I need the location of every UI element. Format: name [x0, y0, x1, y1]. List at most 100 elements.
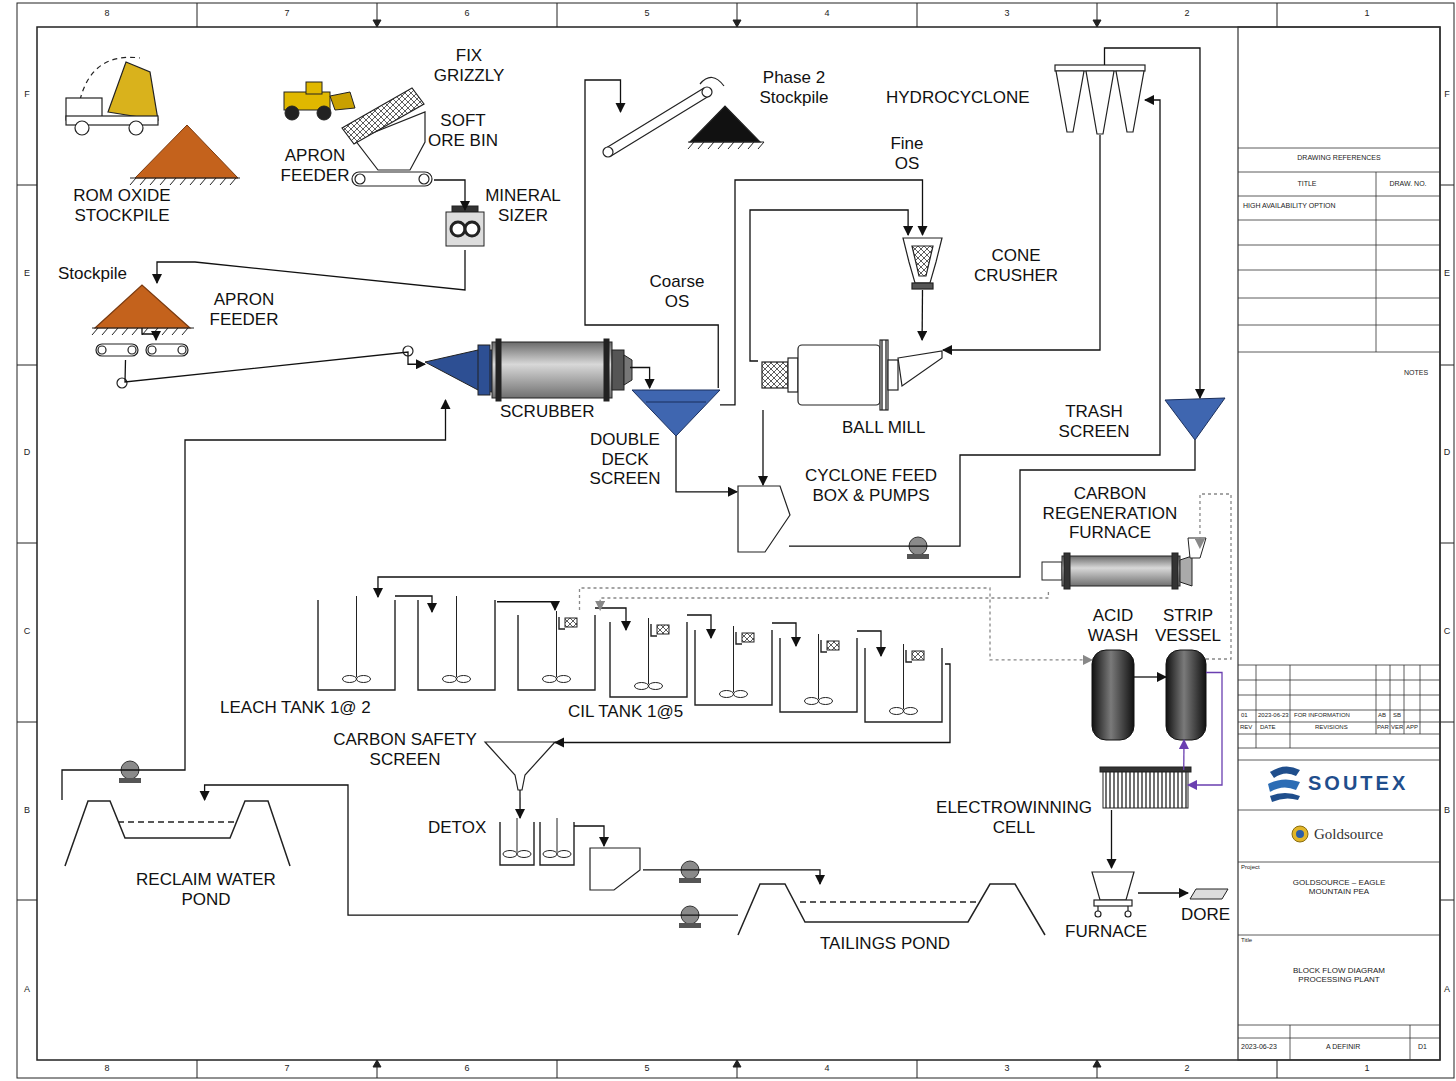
agitated-tank: [517, 851, 531, 858]
agitated-tank: [890, 708, 904, 715]
pump-symbol: [679, 923, 701, 928]
title-block-text: VER: [1391, 724, 1403, 731]
agitated-tank: [805, 698, 819, 705]
flow-line: [921, 290, 923, 340]
flow-label: Coarse OS: [640, 272, 714, 311]
grid-reference: C: [17, 626, 37, 636]
flow-line: [142, 328, 156, 340]
equipment-node: STRIP VESSEL: [1166, 650, 1206, 740]
drawing-frame: [17, 3, 1454, 1078]
equipment-node: SOFT ORE BIN: [355, 140, 425, 170]
equipment-label: APRON FEEDER: [203, 290, 285, 329]
title-block-text: DRAW. NO.: [1376, 180, 1440, 188]
pump-symbol: [679, 906, 701, 928]
front-loader: [330, 92, 355, 110]
cyclone-feed-box: [738, 486, 790, 552]
equipment-node: FIX GRIZZLY: [340, 90, 425, 140]
pump-symbol: [119, 778, 141, 783]
ore-stockpile: [135, 125, 238, 178]
equipment-node: DETOX: [498, 818, 643, 890]
grid-reference: E: [17, 268, 37, 278]
drawing-frame: [17, 3, 1454, 1078]
agitated-tank: [557, 818, 558, 852]
flow-line: [1134, 676, 1166, 677]
cone-crusher: [912, 283, 933, 289]
scrubber: [496, 339, 501, 401]
dore-bar: [1190, 889, 1228, 899]
double-deck-screen: [632, 390, 720, 436]
cyclone-feed-box: [738, 486, 790, 552]
stockpile-feeders: [98, 346, 106, 354]
ponds: [65, 801, 290, 866]
regeneration-kiln: [1064, 553, 1070, 589]
company-logo: [1270, 766, 1300, 778]
cone-crusher: [912, 246, 933, 276]
flow-line: [600, 592, 1048, 610]
equipment-label: LEACH TANK 1@ 2: [220, 698, 371, 718]
title-block-text: 01: [1241, 712, 1248, 719]
flow-label: Fine OS: [882, 134, 932, 173]
mineral-sizer: [446, 206, 484, 246]
title-block: [1238, 665, 1440, 748]
agitated-tank: [720, 691, 734, 698]
stockpile-feeders: [95, 285, 190, 328]
equipment-label: SCRUBBER: [500, 402, 594, 422]
equipment-node: Stockpile: [92, 283, 192, 328]
grid-reference: C: [1437, 626, 1456, 636]
grid-reference: 4: [817, 8, 837, 18]
equipment-label: BALL MILL: [842, 418, 925, 438]
flow-line: [762, 410, 763, 485]
stockpile-feeders: [146, 344, 188, 356]
equipment-label: FIX GRIZZLY: [432, 46, 506, 85]
pump-symbol: [679, 878, 701, 883]
phase2-conveyor: [603, 147, 613, 157]
agitated-tank: [635, 683, 649, 690]
equipment-label: CARBON SAFETY SCREEN: [330, 730, 480, 769]
company-logo: [1270, 793, 1300, 802]
grid-reference: 8: [97, 1063, 117, 1073]
title-block-text: Goldsource: [1314, 826, 1383, 843]
haul-truck: [129, 121, 143, 135]
title-block-text: TITLE: [1238, 180, 1376, 188]
grid-reference: 5: [637, 1063, 657, 1073]
grizzly-bin-feeder: [342, 88, 424, 144]
agitated-tank: [912, 651, 924, 660]
regeneration-kiln: [1188, 538, 1206, 558]
cone-crusher: [903, 238, 942, 283]
equipment-node: FURNACE: [1088, 868, 1138, 918]
grid-reference: 3: [997, 8, 1017, 18]
equipment-label: MINERAL SIZER: [478, 186, 568, 225]
title-block-text: BLOCK FLOW DIAGRAM PROCESSING PLANT: [1284, 966, 1394, 984]
equipment-label: DETOX: [428, 818, 486, 838]
agitated-tank: [565, 618, 577, 627]
agitated-tank: [343, 676, 357, 683]
title-block: [1238, 760, 1440, 1060]
agitated-tank: [357, 676, 371, 683]
title-block-text: D1: [1418, 1043, 1427, 1051]
ball-mill: [880, 340, 888, 410]
haul-truck: [75, 121, 89, 135]
title-block-text: REVISIONS: [1315, 724, 1348, 731]
hydrocyclone-cluster: [1055, 65, 1145, 134]
ball-mill: [762, 362, 788, 388]
title-block: [1238, 27, 1440, 1060]
agitated-tank: [906, 650, 912, 662]
stockpile-feeders: [96, 344, 138, 356]
dore-bar: [1190, 889, 1228, 899]
grid-reference: 4: [817, 1063, 837, 1073]
hydrocyclone-cluster: [1055, 65, 1145, 71]
title-block-text: FOR INFORMATION: [1294, 712, 1350, 719]
grid-reference: B: [1437, 805, 1456, 815]
equipment-node: RECLAIM WATER POND: [62, 800, 292, 868]
title-block-text: SB: [1393, 712, 1401, 719]
flow-line: [1111, 810, 1112, 868]
mineral-sizer: [465, 222, 479, 236]
flow-line: [585, 80, 718, 388]
agitated-tank: [733, 626, 734, 692]
agitated-tank: [648, 618, 649, 684]
title-block: [1238, 148, 1440, 352]
agitated-tank: [736, 632, 742, 644]
grizzly-bin-feeder: [419, 174, 429, 184]
title-block-text: NOTES: [1404, 369, 1428, 377]
equipment-node: CIL TANK 1@5: [515, 610, 945, 730]
